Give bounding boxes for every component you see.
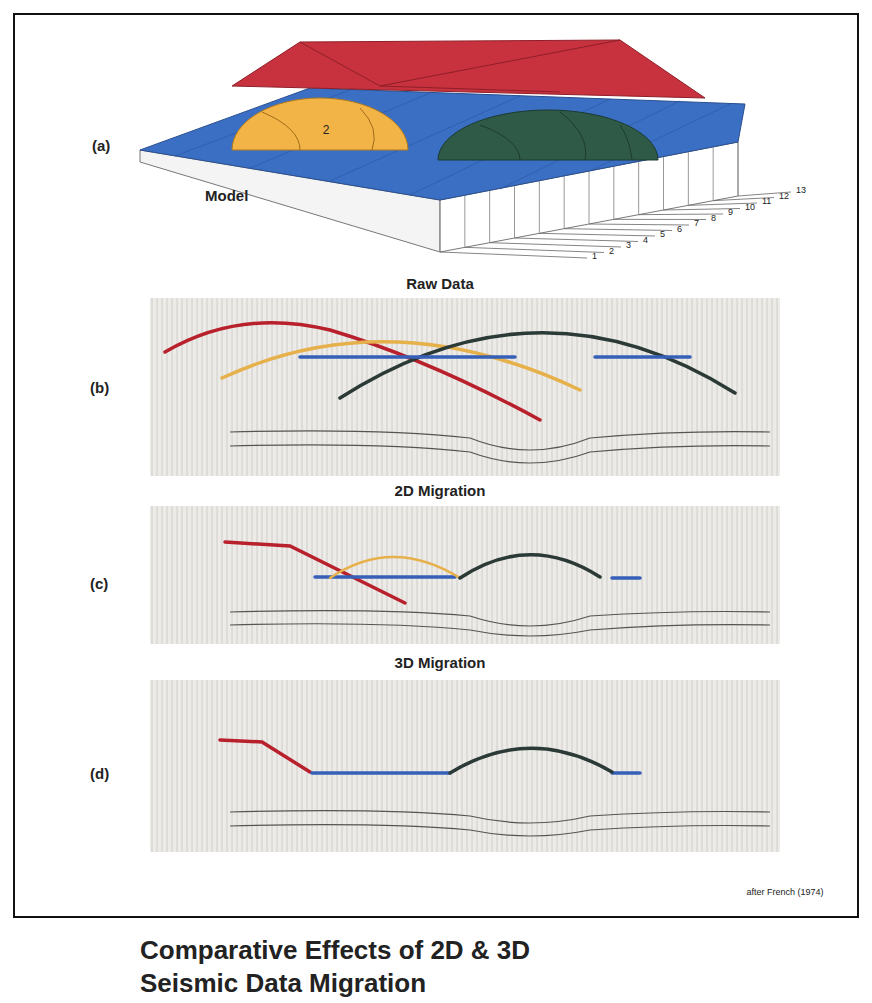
line-number: 3 (626, 241, 631, 251)
line-number: 7 (694, 219, 699, 229)
panel-letter: (d) (90, 766, 109, 783)
panel-title: Raw Data (406, 276, 474, 293)
line-number: 5 (660, 230, 665, 240)
line-number: 6 (677, 225, 682, 235)
raw-data-panel (150, 298, 780, 476)
line-number: 9 (728, 208, 733, 218)
line-number: 8 (711, 214, 716, 224)
panel-letter: (b) (90, 380, 109, 397)
line-number: 2 (609, 247, 614, 257)
raw-events (165, 323, 735, 420)
migrated-2d-events (225, 542, 640, 603)
figure-caption: Comparative Effects of 2D & 3D Seismic D… (140, 934, 610, 999)
line-number: 10 (745, 203, 755, 213)
background-reflectors (230, 431, 770, 836)
line-number: 11 (762, 197, 771, 207)
migration-3d-panel (150, 680, 780, 852)
body-number: 2 (323, 124, 330, 137)
panel-title: 3D Migration (395, 655, 486, 672)
migration-2d-panel (150, 506, 780, 644)
source-note: after French (1974) (746, 888, 823, 898)
line-number: 13 (796, 186, 806, 196)
model-title: Model (205, 188, 248, 205)
figure-frame (14, 14, 858, 917)
line-number: 4 (643, 236, 648, 246)
model-block (140, 40, 791, 258)
panel-title: 2D Migration (395, 483, 486, 500)
panel-letter: (a) (92, 138, 110, 155)
migrated-3d-events (220, 740, 640, 773)
line-number: 12 (779, 192, 789, 202)
line-number: 1 (592, 252, 597, 262)
panel-letter: (c) (90, 576, 108, 593)
